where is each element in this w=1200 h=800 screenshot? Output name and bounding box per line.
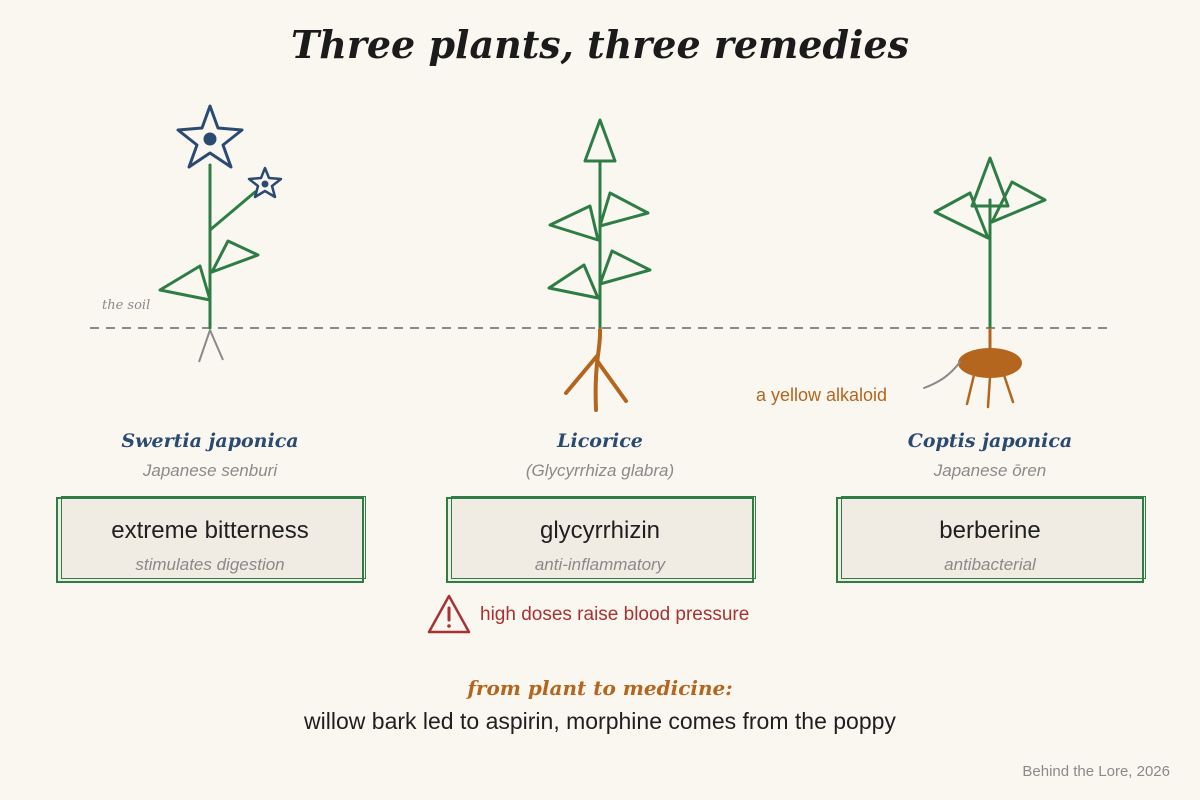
alkaloid-pointer: [923, 361, 961, 389]
compound-box-swertia: extreme bitterness stimulates digestion: [56, 496, 366, 583]
warning-text: high doses raise blood pressure: [480, 604, 750, 625]
compound-swertia: extreme bitterness: [111, 517, 309, 544]
effect-licorice: anti-inflammatory: [534, 555, 666, 574]
credit: Behind the Lore, 2026: [1022, 763, 1170, 780]
plant-common-coptis: Japanese ōren: [933, 461, 1047, 480]
swertia-root: [198, 329, 224, 363]
footer-heading: from plant to medicine:: [467, 676, 733, 700]
licorice-plant: [547, 118, 652, 330]
plant-name-swertia: Swertia japonica: [121, 430, 299, 452]
coptis-plant: [933, 156, 1047, 330]
compound-box-coptis: berberine antibacterial: [836, 496, 1146, 583]
soil-label: the soil: [102, 298, 151, 313]
compound-box-licorice: glycyrrhizin anti-inflammatory: [446, 496, 756, 583]
swertia-plant: [158, 163, 260, 330]
plant-common-swertia: Japanese senburi: [142, 461, 278, 480]
warning-triangle-icon: [427, 594, 471, 634]
star-flower-icon: [247, 166, 283, 199]
licorice-root: [564, 328, 628, 412]
effect-coptis: antibacterial: [944, 555, 1036, 574]
footer-text: willow bark led to aspirin, morphine com…: [304, 708, 896, 734]
plant-name-licorice: Licorice: [557, 430, 643, 452]
compound-coptis: berberine: [939, 517, 1041, 544]
page-title: Three plants, three remedies: [290, 22, 910, 67]
plant-name-coptis: Coptis japonica: [907, 430, 1073, 452]
star-flower-icon: [176, 104, 244, 169]
coptis-rhizome: [958, 328, 1022, 409]
effect-swertia: stimulates digestion: [135, 555, 285, 574]
plant-common-licorice: (Glycyrrhiza glabra): [525, 461, 675, 480]
compound-licorice: glycyrrhizin: [539, 517, 661, 544]
alkaloid-label: a yellow alkaloid: [756, 385, 888, 405]
